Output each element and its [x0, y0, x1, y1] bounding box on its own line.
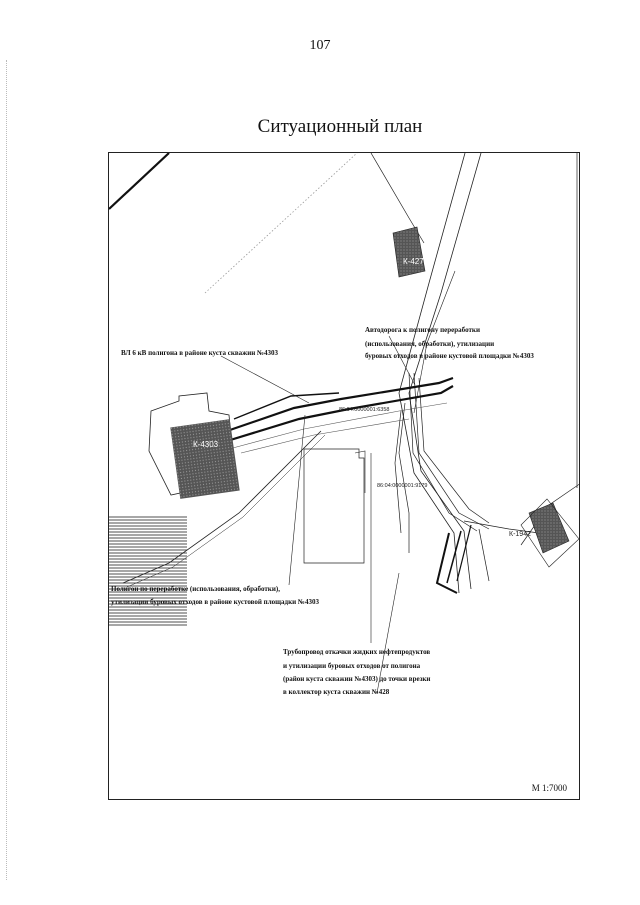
road-main-c: [228, 402, 448, 450]
pad-label-427: К-427: [403, 257, 424, 266]
label-pipeline-3: (район куста скважин №4303) до точки вре…: [283, 675, 431, 683]
hatched-area: [109, 515, 187, 627]
label-pipeline-1: Трубопровод откачки жидких нефтепродукто…: [283, 648, 431, 656]
thin-road-north: [370, 153, 425, 244]
pipe-1: [408, 372, 478, 532]
road-corridor-1: [398, 153, 466, 594]
road-main-a: [226, 376, 454, 433]
road-main-b: [226, 385, 454, 443]
scan-edge-dots: [6, 60, 8, 880]
road-inner: [233, 392, 340, 420]
pad-label-4303: К-4303: [193, 440, 219, 449]
cadastral-parcel-2: 86:04:0000001:9179: [377, 483, 428, 489]
polygon-site: [303, 448, 365, 564]
label-road-1: Автодорога к полигону переработки: [365, 326, 480, 334]
map-drawing: [109, 153, 579, 694]
pad-1942: [528, 502, 570, 554]
label-pipeline-2: и утилизации буровых отходов от полигона: [283, 662, 421, 670]
leader-road: [388, 335, 416, 386]
label-polygon-2: утилизации буровых отходов в районе куст…: [111, 598, 319, 606]
pipe-se-2: [446, 530, 462, 584]
road-corridor-2: [408, 153, 482, 590]
pipe-se-thick: [435, 532, 458, 594]
label-road-2: (использования, обработки), утилизации: [365, 340, 495, 348]
pipe-3: [418, 377, 490, 524]
map-scale: М 1:7000: [531, 783, 567, 793]
pipe-se-4: [478, 528, 490, 582]
pipe-4: [398, 402, 410, 553]
leader-power-line: [220, 355, 310, 404]
pad-label-1942: К-1942: [509, 531, 531, 538]
leader-pipeline-2: [376, 572, 400, 694]
leader-polygon: [288, 414, 306, 586]
pad-427: [392, 226, 426, 278]
road-main-d: [240, 418, 410, 454]
label-power-line: ВЛ 6 кВ полигона в районе куста скважин …: [121, 349, 279, 357]
dotted-line: [204, 153, 358, 294]
situation-map: ВЛ 6 кВ полигона в районе куста скважин …: [108, 152, 580, 800]
line-to-k1942: [463, 520, 540, 534]
label-pipeline-4: в коллектор куста скважин №428: [283, 688, 390, 696]
pipe-2: [413, 372, 490, 530]
cadastral-parcel-1: 86:04:0000001:6358: [339, 407, 390, 413]
pad-4303-outline: [148, 392, 236, 496]
label-polygon-1: Полигон по переработке (использования, о…: [111, 585, 280, 593]
page-title: Ситуационный план: [257, 116, 423, 137]
polygon-inner: [354, 450, 366, 493]
boundary-line: [109, 153, 170, 210]
page-number: 107: [309, 38, 331, 53]
pipe-5: [394, 410, 402, 534]
label-road-3: буровых отходов в районе кустовой площад…: [365, 352, 534, 360]
pipe-se-3: [456, 524, 472, 582]
road-corridor-3: [413, 270, 456, 414]
pad-1942-outline: [520, 498, 579, 568]
pad-4303-fill: [170, 419, 240, 499]
